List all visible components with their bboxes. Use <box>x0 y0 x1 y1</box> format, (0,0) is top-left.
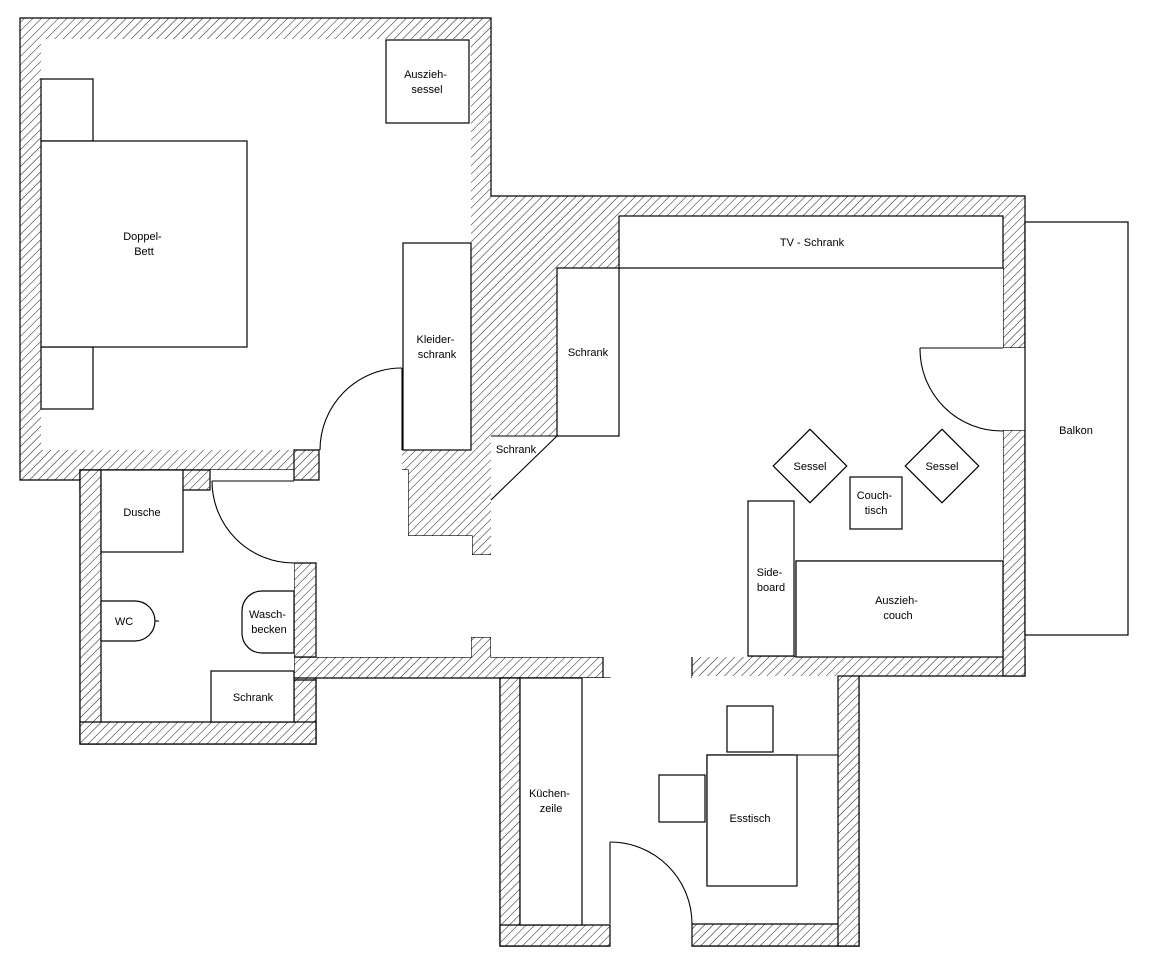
sideboard-label: Side- board <box>757 567 786 594</box>
doppel-bett-label: Doppel- Bett <box>123 231 165 258</box>
couchtisch <box>849 476 903 530</box>
sessel-left <box>772 428 848 504</box>
doors <box>211 347 1004 925</box>
schrank-bath-label: Schrank <box>233 692 274 704</box>
kitchen-left-wall <box>499 677 521 947</box>
living-floor <box>294 268 1003 657</box>
wc <box>100 600 156 642</box>
door-gap-bedroom <box>319 450 402 470</box>
kleiderschrank <box>402 242 472 451</box>
waschbecken <box>241 590 295 654</box>
balcony <box>1024 221 1129 636</box>
bath-bottom-wall <box>79 721 317 745</box>
bedroom-door-swing <box>319 367 403 451</box>
couchtisch-label: Couch- tisch <box>857 490 896 517</box>
sessel-left-label: Sessel <box>793 461 826 473</box>
tv-schrank-label: TV - Schrank <box>780 237 845 249</box>
dusche <box>100 469 184 553</box>
entrance-door-swing <box>609 841 693 925</box>
nightstand-top <box>40 78 94 142</box>
doppel-bett <box>40 140 248 348</box>
auszieh-sessel <box>385 39 470 124</box>
schrank-living <box>556 267 620 437</box>
dusche-label: Dusche <box>123 507 160 519</box>
auszieh-couch-inner <box>795 560 1004 658</box>
esstisch-label: Esstisch <box>730 813 771 825</box>
schrank-bath <box>210 670 295 723</box>
chair-top <box>726 705 774 753</box>
sideboard <box>747 500 795 657</box>
nightstand-bottom <box>40 346 94 410</box>
sessel-right <box>904 428 980 504</box>
schrank-corner-label: Schrank <box>496 444 537 456</box>
kuechenzeile <box>519 677 583 926</box>
bath-left-wall <box>79 469 102 745</box>
chair-left <box>658 774 706 823</box>
wc-label: WC <box>115 616 133 628</box>
dining-bottom-wall <box>691 923 860 947</box>
furniture <box>40 39 1004 926</box>
labels: Auszieh- sessel Doppel- Bett Kleider- sc… <box>115 69 1093 825</box>
balkon-label: Balkon <box>1059 425 1093 437</box>
schrank-living-label: Schrank <box>568 347 609 359</box>
auszieh-sessel-label: Auszieh- sessel <box>404 69 450 96</box>
sessel-right-label: Sessel <box>925 461 958 473</box>
bath-wall-stub <box>293 562 317 658</box>
balcony-door-swing <box>919 347 1004 432</box>
dining-right-wall <box>837 675 860 947</box>
kitchen-bottom-wall <box>499 924 611 947</box>
waschbecken-label: Wasch- becken <box>249 609 289 636</box>
kuechenzeile-label: Küchen- zeile <box>529 788 573 815</box>
tv-schrank <box>618 215 1004 269</box>
kleiderschrank-label: Kleider- schrank <box>417 334 458 361</box>
bath-door-swing <box>211 480 295 564</box>
esstisch-outer <box>706 754 798 887</box>
auszieh-couch-label: Auszieh- couch <box>875 595 921 622</box>
door-gap-balcony <box>1003 348 1025 430</box>
bedroom-door-jamb <box>293 449 320 481</box>
schrank-corner <box>490 435 558 501</box>
living-right-wall <box>1002 429 1026 677</box>
